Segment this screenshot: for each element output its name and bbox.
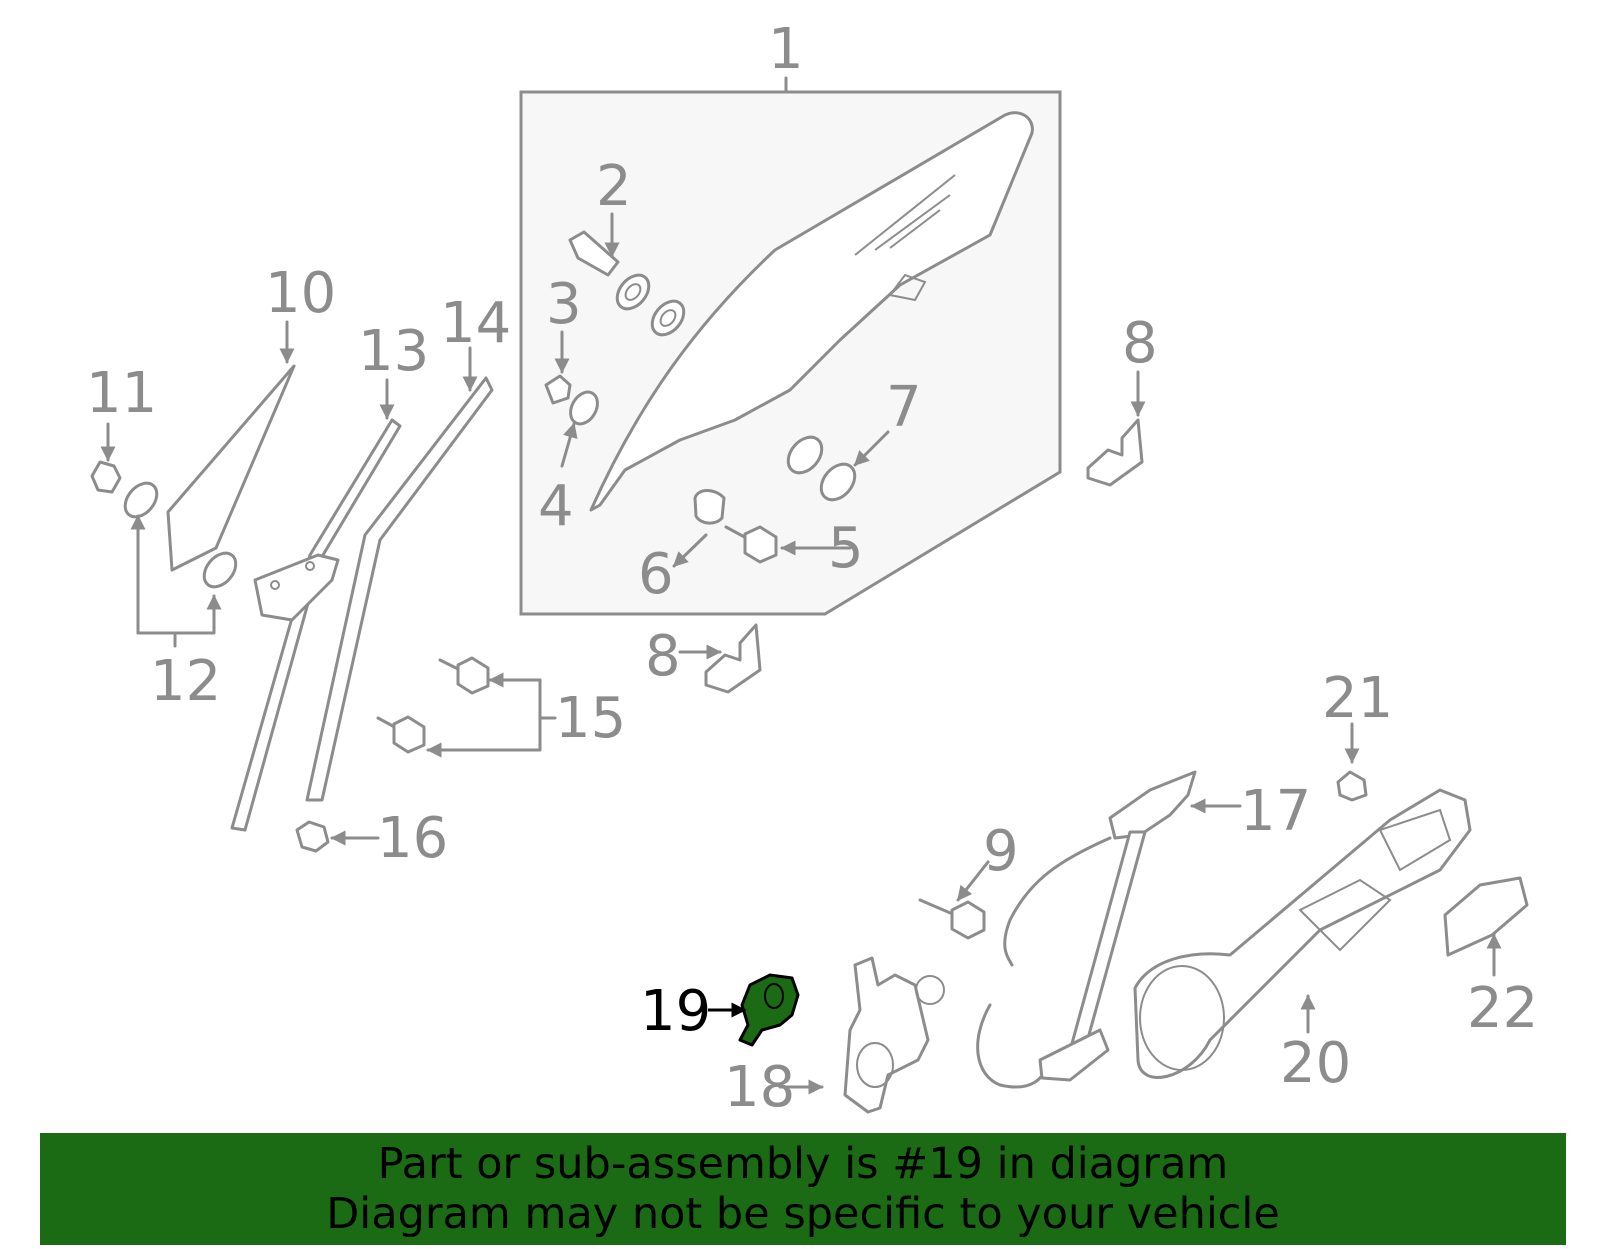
door-module-panel xyxy=(1133,788,1472,1079)
callout-13: 13 xyxy=(358,319,429,384)
bolt xyxy=(918,898,986,940)
nut xyxy=(295,820,330,853)
banner-line-2: Diagram may not be specific to your vehi… xyxy=(326,1189,1280,1239)
leader-lines xyxy=(100,212,1502,1095)
callout-17: 17 xyxy=(1240,779,1311,844)
callout-5: 5 xyxy=(828,516,864,581)
callout-8-bottom: 8 xyxy=(645,624,681,689)
washer xyxy=(202,551,238,589)
callout-15: 15 xyxy=(555,686,626,751)
run-channel xyxy=(305,376,494,802)
bushing xyxy=(693,489,726,525)
callout-9: 9 xyxy=(983,819,1019,884)
callout-8-right: 8 xyxy=(1122,311,1158,376)
callout-18: 18 xyxy=(724,1055,795,1120)
callout-16: 16 xyxy=(377,806,448,871)
callout-3: 3 xyxy=(546,272,582,337)
callout-2: 2 xyxy=(596,154,632,219)
bolt xyxy=(376,715,426,754)
callout-21: 21 xyxy=(1322,666,1393,731)
door-glass xyxy=(589,111,1034,512)
callout-6: 6 xyxy=(638,542,674,607)
washer xyxy=(786,435,824,475)
window-motor xyxy=(843,956,945,1114)
callout-19: 19 xyxy=(640,979,711,1044)
bracket xyxy=(704,623,762,694)
clip xyxy=(544,374,572,405)
info-banner: Part or sub-assembly is #19 in diagram D… xyxy=(40,1133,1566,1245)
bracket xyxy=(1086,418,1144,487)
grommet xyxy=(1443,876,1529,957)
glass-bolt-5 xyxy=(724,525,778,564)
window-regulator xyxy=(976,770,1197,1089)
callout-1: 1 xyxy=(768,17,804,82)
callout-20: 20 xyxy=(1280,1031,1351,1096)
callout-10: 10 xyxy=(265,261,336,326)
callout-11: 11 xyxy=(86,361,157,426)
banner-line-1: Part or sub-assembly is #19 in diagram xyxy=(377,1139,1229,1189)
clip xyxy=(1336,770,1368,802)
callout-22: 22 xyxy=(1467,976,1538,1041)
bolt xyxy=(438,656,490,695)
fixed-glass xyxy=(166,364,296,572)
guide-channel xyxy=(230,418,402,832)
glass-bolt xyxy=(568,230,686,337)
callout-4: 4 xyxy=(538,474,574,539)
callout-14: 14 xyxy=(440,291,511,356)
callout-7: 7 xyxy=(886,375,922,440)
washer xyxy=(819,462,857,502)
washer xyxy=(123,481,159,519)
clip xyxy=(90,460,122,494)
callout-12: 12 xyxy=(150,649,221,714)
